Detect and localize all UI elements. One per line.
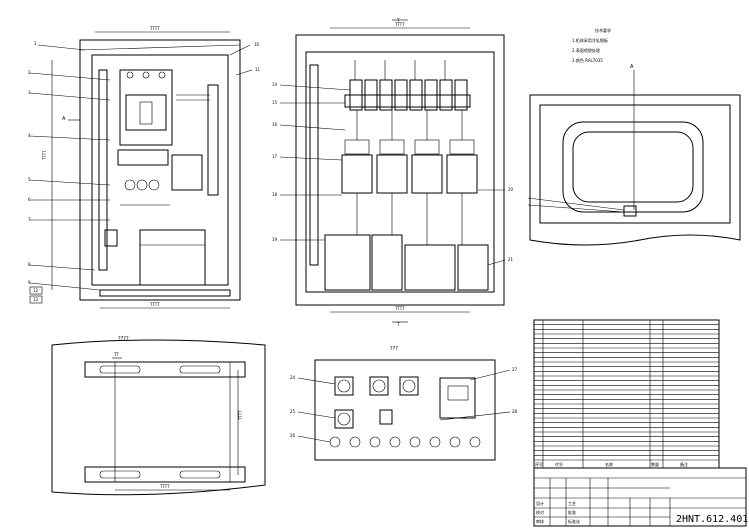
svg-text:T: T xyxy=(396,18,400,23)
svg-text:17: 17 xyxy=(272,154,278,159)
contactor-row xyxy=(341,139,478,194)
callouts-interior: 14 15 16 17 18 19 20 21 xyxy=(272,82,514,266)
breaker-row xyxy=(349,79,468,111)
svg-text:2.表面喷塑处理: 2.表面喷塑处理 xyxy=(572,47,600,53)
svg-text:27: 27 xyxy=(512,367,518,372)
selector-switch xyxy=(379,409,393,425)
svg-text:24: 24 xyxy=(290,375,296,380)
svg-text:名称: 名称 xyxy=(605,461,613,467)
svg-text:工艺: 工艺 xyxy=(568,501,576,506)
svg-text:7: 7 xyxy=(28,217,31,222)
meter-icon xyxy=(337,379,351,393)
svg-text:设计: 设计 xyxy=(536,500,544,506)
svg-text:标准化: 标准化 xyxy=(568,518,580,524)
parts-table-header: 序号 代号 名称 数量 备注 xyxy=(535,461,688,467)
svg-text:6: 6 xyxy=(28,197,31,202)
svg-text:20: 20 xyxy=(508,187,514,192)
mounting-rail-bottom xyxy=(84,466,246,483)
capacitor-bank xyxy=(324,234,371,291)
svg-text:5: 5 xyxy=(28,177,31,182)
svg-text:10: 10 xyxy=(254,42,260,47)
svg-text:TT: TT xyxy=(113,352,119,357)
main-breaker xyxy=(119,69,173,146)
parts-table: 序号 代号 名称 数量 备注 xyxy=(533,319,720,469)
svg-text:T: T xyxy=(396,322,400,327)
side-view: 技术要求 1.柜体采用冷轧钢板 2.表面喷塑处理 3.颜色 RAL7035 A xyxy=(527,27,741,246)
svg-text:TTTT: TTTT xyxy=(159,484,170,489)
drawing-number: 2HNT.612.401 xyxy=(676,514,748,525)
svg-text:16: 16 xyxy=(272,122,278,127)
svg-text:25: 25 xyxy=(290,409,296,414)
mounting-detail: ???? TTTT TTTT TT xyxy=(51,336,266,496)
svg-text:TTTT: TTTT xyxy=(149,26,160,31)
door-panel: ??? xyxy=(290,346,518,461)
svg-text:TTTT: TTTT xyxy=(394,22,405,27)
window-cutout xyxy=(562,121,704,213)
svg-text:18: 18 xyxy=(272,192,278,197)
svg-text:数量: 数量 xyxy=(651,461,659,467)
svg-text:28: 28 xyxy=(512,409,518,414)
door-panel-outline xyxy=(314,359,496,461)
svg-text:12: 12 xyxy=(33,288,39,293)
svg-text:校对: 校对 xyxy=(536,509,544,515)
indicator-symbol xyxy=(124,179,136,191)
front-view: TTTT TTTT TTTT xyxy=(28,26,261,309)
svg-text:???: ??? xyxy=(390,346,398,352)
svg-text:备注: 备注 xyxy=(680,461,688,467)
side-enclosure xyxy=(529,94,741,246)
svg-text:技术要求: 技术要求 xyxy=(595,27,611,33)
section-mark-a: A xyxy=(62,116,66,122)
interior-view: TTTT TTTT T T xyxy=(272,18,514,327)
svg-text:15: 15 xyxy=(272,100,278,105)
svg-text:????: ???? xyxy=(118,336,129,342)
svg-text:审核: 审核 xyxy=(536,518,544,524)
svg-text:批准: 批准 xyxy=(568,509,576,515)
transformer xyxy=(139,229,206,286)
mounting-plate-detail xyxy=(51,339,266,496)
title-block: 设计 校对 审核 工艺 批准 标准化 2HNT.612.401 xyxy=(533,467,748,527)
svg-text:代号: 代号 xyxy=(555,461,563,467)
svg-text:1.柜体采用冷轧钢板: 1.柜体采用冷轧钢板 xyxy=(572,37,608,43)
svg-text:11: 11 xyxy=(255,67,261,72)
meter-row xyxy=(334,376,419,429)
svg-text:序号: 序号 xyxy=(535,461,543,467)
svg-text:4: 4 xyxy=(28,133,31,138)
svg-text:21: 21 xyxy=(508,257,514,262)
svg-text:A: A xyxy=(630,64,634,70)
controller-display xyxy=(439,377,476,419)
interior-enclosure xyxy=(295,34,505,306)
svg-text:13: 13 xyxy=(33,297,39,302)
svg-text:2: 2 xyxy=(28,70,31,75)
pilot-lamp-icon xyxy=(329,436,341,448)
notes-block: 技术要求 1.柜体采用冷轧钢板 2.表面喷塑处理 3.颜色 RAL7035 xyxy=(572,27,611,63)
svg-text:8: 8 xyxy=(28,262,31,267)
svg-text:TTTT: TTTT xyxy=(42,150,47,161)
svg-text:19: 19 xyxy=(272,237,278,242)
callouts-front: 1 2 3 4 5 6 7 8 9 10 11 12 13 xyxy=(28,41,261,304)
mounting-rail-top xyxy=(84,361,246,378)
svg-text:9: 9 xyxy=(28,280,31,285)
svg-text:3.颜色 RAL7035: 3.颜色 RAL7035 xyxy=(572,57,603,63)
svg-text:14: 14 xyxy=(272,82,278,87)
svg-text:1: 1 xyxy=(34,41,37,46)
enclosure-outline xyxy=(79,39,241,301)
lamp-row xyxy=(329,436,481,448)
svg-text:26: 26 xyxy=(290,433,296,438)
callouts-panel: 24 25 26 27 28 xyxy=(290,367,518,443)
svg-text:TTTT: TTTT xyxy=(149,302,160,307)
svg-text:TTTT: TTTT xyxy=(238,410,243,421)
svg-text:3: 3 xyxy=(28,90,31,95)
svg-text:TTTT: TTTT xyxy=(394,306,405,311)
